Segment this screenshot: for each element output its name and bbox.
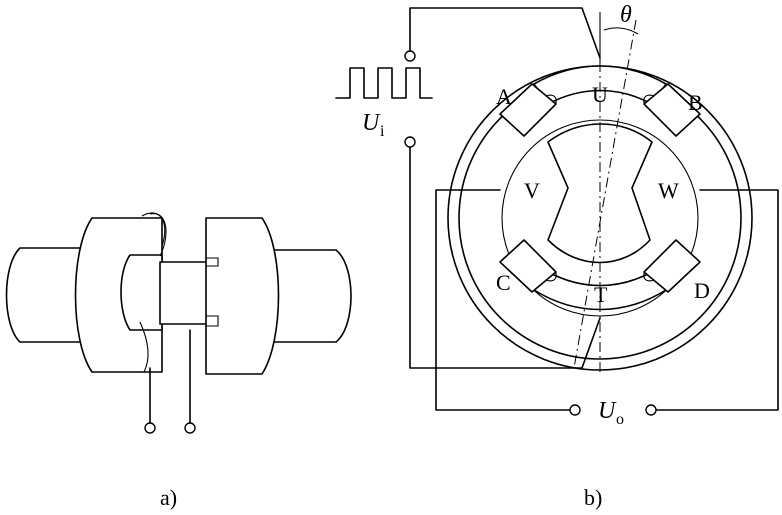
square-wave-icon bbox=[335, 67, 433, 99]
shaft-coupling-drawing bbox=[5, 212, 352, 434]
output-voltage-subscript: o bbox=[616, 411, 624, 428]
right-shaft bbox=[267, 249, 352, 343]
coil-c bbox=[545, 267, 557, 282]
lead-terminal-1 bbox=[144, 422, 156, 434]
output-terminal-right bbox=[645, 404, 657, 416]
input-voltage-subscript: i bbox=[380, 123, 385, 140]
coil-top-loop-2 bbox=[149, 213, 167, 257]
slot-label-b: B bbox=[688, 90, 703, 115]
coil-d bbox=[643, 267, 655, 282]
input-lead-top bbox=[409, 7, 601, 59]
input-terminal-top bbox=[404, 50, 416, 62]
coil-a bbox=[545, 94, 557, 109]
output-lead-right bbox=[655, 189, 779, 411]
right-jaw-notch-bottom bbox=[206, 315, 219, 327]
output-terminal-left bbox=[569, 404, 581, 416]
output-lead-left bbox=[435, 189, 571, 411]
theta-label: θ bbox=[620, 2, 632, 28]
pole-label-v: V bbox=[524, 178, 540, 203]
slot-label-c: C bbox=[496, 270, 511, 295]
caption-a: a) bbox=[160, 485, 177, 510]
input-lead-bottom bbox=[409, 145, 601, 369]
right-jaw-notch-top bbox=[206, 257, 219, 267]
left-shaft bbox=[5, 247, 91, 343]
pole-label-u: U bbox=[592, 82, 608, 107]
center-hub bbox=[159, 261, 209, 325]
theta-arc bbox=[603, 27, 639, 35]
caption-b: b) bbox=[584, 485, 602, 510]
output-voltage-symbol: U bbox=[598, 398, 617, 424]
input-terminal-bottom bbox=[404, 136, 416, 148]
rotor-axis bbox=[573, 19, 637, 369]
coil-b bbox=[643, 94, 655, 109]
coil-bottom-loop bbox=[139, 321, 149, 373]
input-voltage-symbol: U bbox=[362, 110, 381, 136]
lead-terminal-2 bbox=[184, 422, 196, 434]
coil-top-loop bbox=[141, 212, 166, 247]
pole-label-t: T bbox=[594, 282, 608, 307]
slot-label-a: A bbox=[496, 84, 512, 109]
slot-label-d: D bbox=[694, 278, 710, 303]
right-coupling-half bbox=[205, 217, 280, 375]
rotor-core bbox=[547, 123, 653, 264]
left-coupling-jaw bbox=[120, 254, 163, 331]
pole-label-w: W bbox=[658, 178, 679, 203]
resolver-cross-section bbox=[335, 7, 779, 416]
